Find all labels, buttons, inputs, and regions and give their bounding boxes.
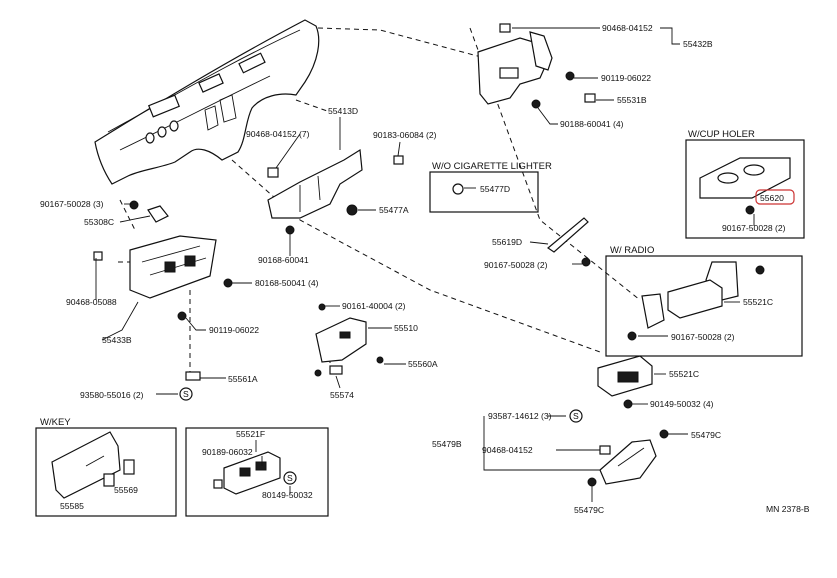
label-55477A: 55477A [379,205,409,215]
label-90188-60041: 90188-60041 (4) [560,119,624,129]
label-80168-50041: 80168-50041 (4) [255,278,319,288]
inset-title-radio: W/ RADIO [610,245,654,256]
label-55521C-lower: 55521C [669,369,699,379]
label-55308C: 55308C [84,217,114,227]
label-90167-50028-2-radio: 90167-50028 (2) [671,332,735,342]
label-55521F: 55521F [236,429,265,439]
inset-title-cig-lighter: W/O CIGARETTE LIGHTER [432,161,552,172]
inset-radio [605,255,803,357]
label-93580-55016: 93580-55016 (2) [80,390,144,400]
inset-key [35,427,177,517]
s-marker-label-3: S [287,473,293,483]
label-90468-05088: 90468-05088 [66,297,117,307]
inset-titles: W/CUP HOLER W/O CIGARETTE LIGHTER W/ RAD… [40,129,755,428]
part-55413D-bracket [267,148,404,235]
label-90167-50028-2-mid: 90167-50028 (2) [484,260,548,270]
inset-cigarette-lighter [429,171,539,213]
leader-dashes [118,27,641,378]
s-marker-label-1: S [183,389,189,399]
part-55619D-rod [546,217,591,267]
label-55479C-bot: 55479C [574,505,604,515]
label-55569: 55569 [114,485,138,495]
label-90149-50032: 90149-50032 (4) [650,399,714,409]
label-55560A: 55560A [408,359,438,369]
label-90189-06032: 90189-06032 [202,447,253,457]
label-55574: 55574 [330,390,354,400]
part-55432B-bracket [477,23,596,109]
label-90167-50028-3: 90167-50028 (3) [40,199,104,209]
inset-cup-holder [685,139,805,239]
label-90183-06084: 90183-06084 (2) [373,130,437,140]
label-90468-04152-low: 90468-04152 [482,445,533,455]
label-55620: 55620 [760,193,784,203]
s-markers [179,387,583,485]
part-55510-panel [185,303,384,381]
label-90168-60041: 90168-60041 [258,255,309,265]
inset-55521F [185,427,329,517]
part-55479B-handle [587,429,669,487]
label-90119-06022-top: 90119-06022 [601,73,651,83]
label-55561A: 55561A [228,374,258,384]
diagram-code: MN 2378-B [766,504,810,514]
label-90119-06022-mid: 90119-06022 [209,325,259,335]
label-55413D: 55413D [328,106,358,116]
label-55510: 55510 [394,323,418,333]
label-90161-40004: 90161-40004 (2) [342,301,406,311]
label-55521C-radio: 55521C [743,297,773,307]
inset-title-key: W/KEY [40,417,71,428]
label-80149-50032: 80149-50032 [262,490,313,500]
s-marker-label-2: S [573,411,579,421]
label-55531B: 55531B [617,95,647,105]
label-55432B: 55432B [683,39,713,49]
part-55433B-assembly [93,200,233,321]
label-55433B: 55433B [102,335,132,345]
part-55521C-lower [597,355,653,409]
label-55479C-top: 55479C [691,430,721,440]
part-labels: 90468-04152 55432B 90119-06022 55531B 90… [40,23,786,515]
label-55619D: 55619D [492,237,522,247]
instrument-panel [94,19,320,185]
label-55585: 55585 [60,501,84,511]
inset-title-cup-holder: W/CUP HOLER [688,129,755,140]
label-90468-04152-7: 90468-04152 (7) [246,129,310,139]
label-55477D: 55477D [480,184,510,194]
label-90167-50028-2-cup: 90167-50028 (2) [722,223,786,233]
label-55479B: 55479B [432,439,462,449]
label-leaders [95,27,755,502]
label-90468-04152-top: 90468-04152 [602,23,653,33]
label-93587-14612: 93587-14612 (3) [488,411,552,421]
